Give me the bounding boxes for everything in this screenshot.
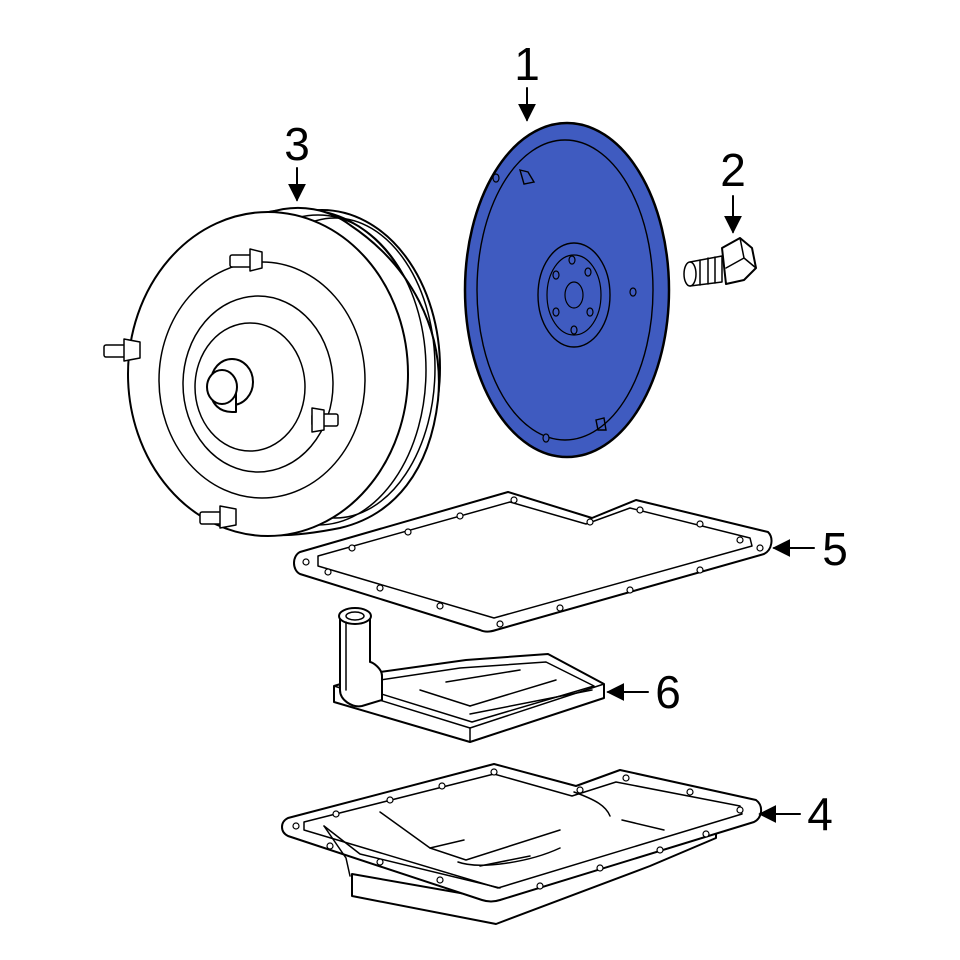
callout-1: 1 xyxy=(514,38,540,122)
callout-label-6: 6 xyxy=(655,666,681,718)
callout-label-1: 1 xyxy=(514,38,540,90)
callout-label-3: 3 xyxy=(284,118,310,170)
callout-2: 2 xyxy=(720,144,746,234)
oil-pan-gasket[interactable] xyxy=(293,491,773,633)
stud-right xyxy=(311,407,339,433)
callout-4: 4 xyxy=(758,788,833,840)
stud-top xyxy=(229,248,263,272)
flexplate-bolt[interactable] xyxy=(683,237,757,287)
stud-bottom xyxy=(199,505,237,529)
callout-6: 6 xyxy=(606,666,681,718)
callout-label-2: 2 xyxy=(720,144,746,196)
flexplate[interactable] xyxy=(463,121,671,459)
transmission-oil-pan[interactable] xyxy=(281,763,762,925)
callout-3: 3 xyxy=(284,118,310,202)
callout-label-5: 5 xyxy=(822,523,848,575)
callout-5: 5 xyxy=(772,523,848,575)
stud-left xyxy=(103,338,141,362)
transmission-filter[interactable] xyxy=(333,607,605,743)
torque-converter[interactable] xyxy=(103,206,441,537)
callout-label-4: 4 xyxy=(807,788,833,840)
